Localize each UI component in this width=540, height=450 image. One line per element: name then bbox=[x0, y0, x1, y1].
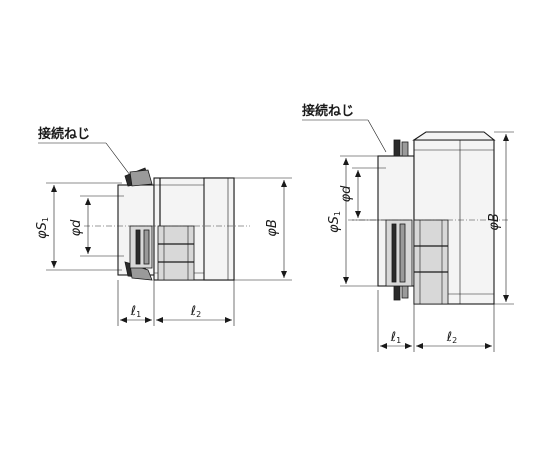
left-callout-label: 接続ねじ bbox=[38, 126, 90, 142]
left-view: 接続ねじ bbox=[35, 126, 292, 326]
left-s1-label: φS1 bbox=[35, 217, 50, 239]
left-l2-label: ℓ2 bbox=[190, 304, 201, 319]
left-b-label: φB bbox=[265, 219, 280, 237]
right-b-label: φB bbox=[487, 213, 502, 231]
right-l2-label: ℓ2 bbox=[446, 330, 457, 345]
right-fitting-drawing bbox=[377, 131, 496, 305]
right-d-label: φd bbox=[339, 185, 354, 203]
right-l1-label: ℓ1 bbox=[390, 330, 401, 345]
left-d-label: φd bbox=[69, 219, 84, 237]
right-callout-leader bbox=[367, 119, 387, 153]
right-view: 接続ねじ bbox=[302, 103, 514, 352]
left-callout-leader bbox=[105, 142, 131, 176]
right-s1-label: φS1 bbox=[327, 211, 342, 233]
left-fitting-drawing bbox=[117, 167, 235, 281]
right-callout-label: 接続ねじ bbox=[302, 103, 354, 119]
left-l1-label: ℓ1 bbox=[130, 304, 141, 319]
